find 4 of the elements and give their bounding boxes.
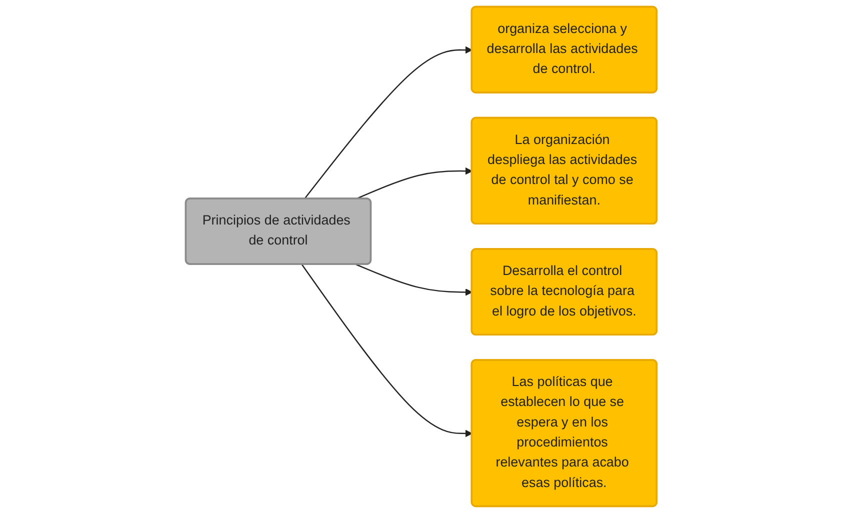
arrow bbox=[356, 264, 473, 296]
arrow bbox=[304, 46, 473, 200]
arrow bbox=[302, 264, 473, 438]
arrow bbox=[356, 167, 473, 200]
